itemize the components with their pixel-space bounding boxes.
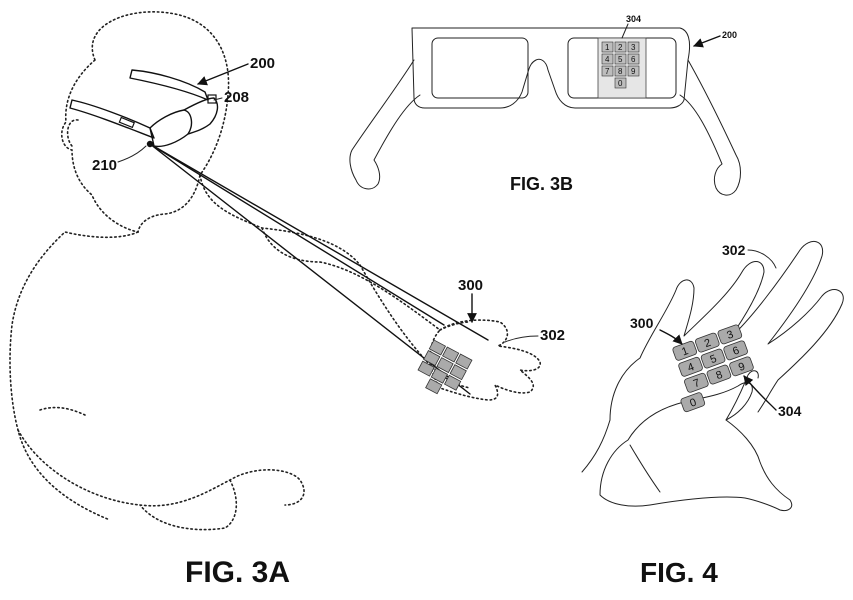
fig4-label-302: 302 xyxy=(722,242,746,258)
fig3b-left-temple xyxy=(349,59,421,190)
fig3a-projected-keypad xyxy=(417,339,473,395)
fig3a-label-200: 200 xyxy=(250,55,275,72)
fig4-projected-keypad: 1 2 3 4 5 6 7 8 9 0 xyxy=(672,324,754,413)
fig3b-right-temple xyxy=(679,59,741,196)
person-raised-hand xyxy=(429,319,541,401)
fig3b-key-4: 4 xyxy=(605,55,610,64)
fig3a-label-302: 302 xyxy=(540,327,565,344)
fig3b-key-2: 2 xyxy=(618,43,623,52)
fig3a-label-210: 210 xyxy=(92,157,117,174)
fig4-palm-lower xyxy=(581,419,661,493)
fig4-key-4: 4 xyxy=(686,361,696,374)
fig3b-key-9: 9 xyxy=(631,67,636,76)
fig3b-key-8: 8 xyxy=(618,67,623,76)
fig4-caption: FIG. 4 xyxy=(640,557,718,588)
fig-3a: 200 208 210 300 302 FIG. 3A xyxy=(9,11,565,589)
fig-3b: 1 2 3 4 5 6 7 8 9 0 304 xyxy=(349,14,741,196)
fig3a-label-300: 300 xyxy=(458,277,483,294)
fig3a-caption: FIG. 3A xyxy=(185,556,290,589)
fig-4: 1 2 3 4 5 6 7 8 9 0 302 xyxy=(581,241,844,588)
fig4-key-0: 0 xyxy=(688,396,698,409)
person-ear xyxy=(66,119,79,149)
fig4-index-finger xyxy=(725,370,759,421)
person-head-outline xyxy=(60,11,230,233)
person-chest-fold xyxy=(39,406,86,416)
fig4-key-7: 7 xyxy=(692,377,702,390)
fig4-label-300: 300 xyxy=(630,315,654,331)
fig4-key-3: 3 xyxy=(725,329,735,342)
fig3b-key-7: 7 xyxy=(605,67,610,76)
person-body-outline xyxy=(9,174,361,521)
fig4-key-5: 5 xyxy=(709,353,719,366)
fig3b-label-304: 304 xyxy=(626,14,641,24)
fig4-key-6: 6 xyxy=(731,345,741,358)
fig3b-key-6: 6 xyxy=(631,55,636,64)
fig3a-glasses xyxy=(69,69,219,148)
fig4-key-9: 9 xyxy=(737,361,747,374)
fig4-label-304: 304 xyxy=(778,403,802,419)
fig4-key-1: 1 xyxy=(680,345,690,358)
fig3b-caption: FIG. 3B xyxy=(510,174,573,194)
fig3b-key-5: 5 xyxy=(618,55,623,64)
projection-beams xyxy=(149,143,489,395)
fig3b-display-keypad: 1 2 3 4 5 6 7 8 9 0 xyxy=(597,37,647,99)
fig3b-label-200: 200 xyxy=(722,30,737,40)
fig3b-key-1: 1 xyxy=(605,43,610,52)
fig4-key-2: 2 xyxy=(703,337,713,350)
person-lower-arm xyxy=(17,429,305,531)
fig3b-key-0: 0 xyxy=(618,79,623,88)
fig4-key-8: 8 xyxy=(714,369,724,382)
fig3a-label-208: 208 xyxy=(224,89,249,106)
fig3b-key-3: 3 xyxy=(631,43,636,52)
fig3b-left-lens xyxy=(431,37,529,99)
fig3b-glasses-frame xyxy=(411,27,691,109)
fig4-pointing-hand xyxy=(599,382,793,511)
person-raised-arm xyxy=(319,261,471,389)
